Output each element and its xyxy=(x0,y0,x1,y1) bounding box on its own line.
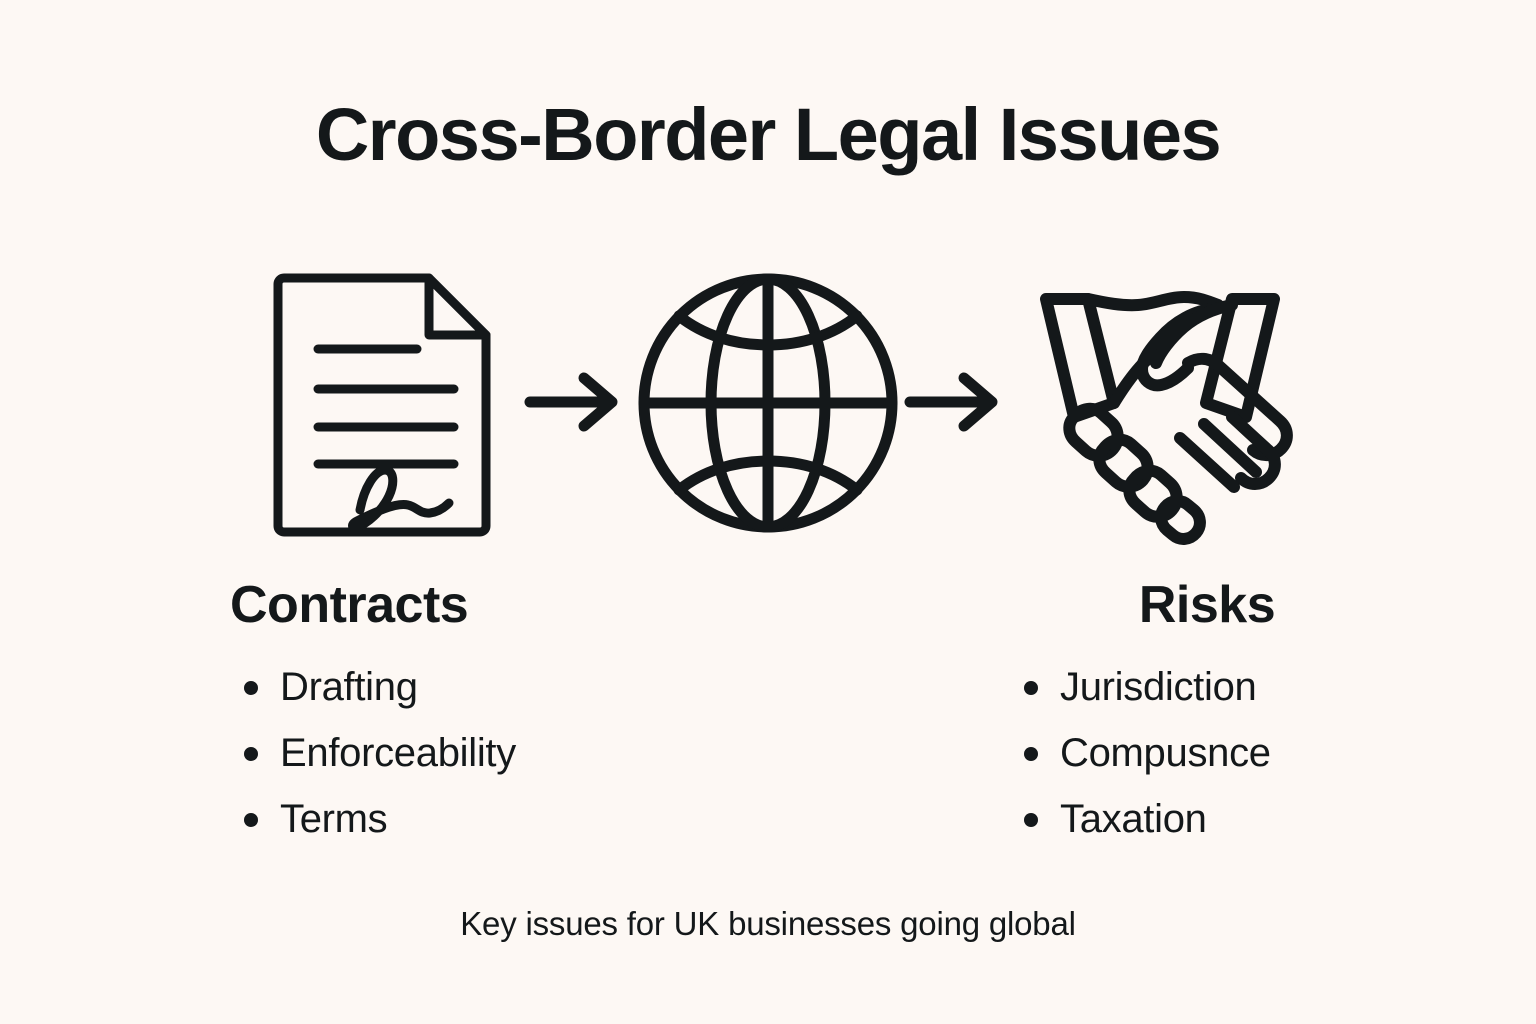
list-item-label: Drafting xyxy=(280,665,418,710)
page-title: Cross-Border Legal Issues xyxy=(315,93,1222,176)
list-item: Jurisdiction xyxy=(1008,655,1488,721)
globe-icon xyxy=(632,252,904,552)
list-item: Drafting xyxy=(228,655,748,721)
arrow-right-icon xyxy=(902,360,1006,444)
bullet-icon xyxy=(1024,680,1038,695)
handshake-icon xyxy=(1000,252,1320,552)
list-item: Terms xyxy=(228,787,748,853)
risks-list: Jurisdiction Compusnce Taxation xyxy=(1008,655,1488,853)
list-item-label: Terms xyxy=(280,797,388,842)
list-item-label: Jurisdiction xyxy=(1060,665,1257,710)
bullet-icon xyxy=(244,812,258,827)
bullet-icon xyxy=(1024,812,1038,827)
footer-caption: Key issues for UK businesses going globa… xyxy=(460,905,1076,942)
list-item: Taxation xyxy=(1008,787,1488,853)
list-item-label: Taxation xyxy=(1060,797,1207,842)
document-signature-icon xyxy=(262,252,508,552)
column-risks: Risks Jurisdiction Compusnce Taxation xyxy=(1008,578,1488,853)
bullet-icon xyxy=(244,746,258,761)
list-item: Compusnce xyxy=(1008,721,1488,787)
list-item: Enforceability xyxy=(228,721,748,787)
column-heading-contracts: Contracts xyxy=(230,576,469,634)
column-heading-risks: Risks xyxy=(1138,576,1276,634)
arrow-right-icon xyxy=(522,360,626,444)
list-item-label: Enforceability xyxy=(280,731,516,776)
bullet-icon xyxy=(244,680,258,695)
flow-diagram xyxy=(0,252,1536,552)
list-item-label: Compusnce xyxy=(1060,731,1271,776)
contracts-list: Drafting Enforceability Terms xyxy=(228,655,748,853)
column-contracts: Contracts Drafting Enforceability Terms xyxy=(228,578,748,853)
columns-section: Contracts Drafting Enforceability Terms … xyxy=(0,578,1536,878)
bullet-icon xyxy=(1024,746,1038,761)
